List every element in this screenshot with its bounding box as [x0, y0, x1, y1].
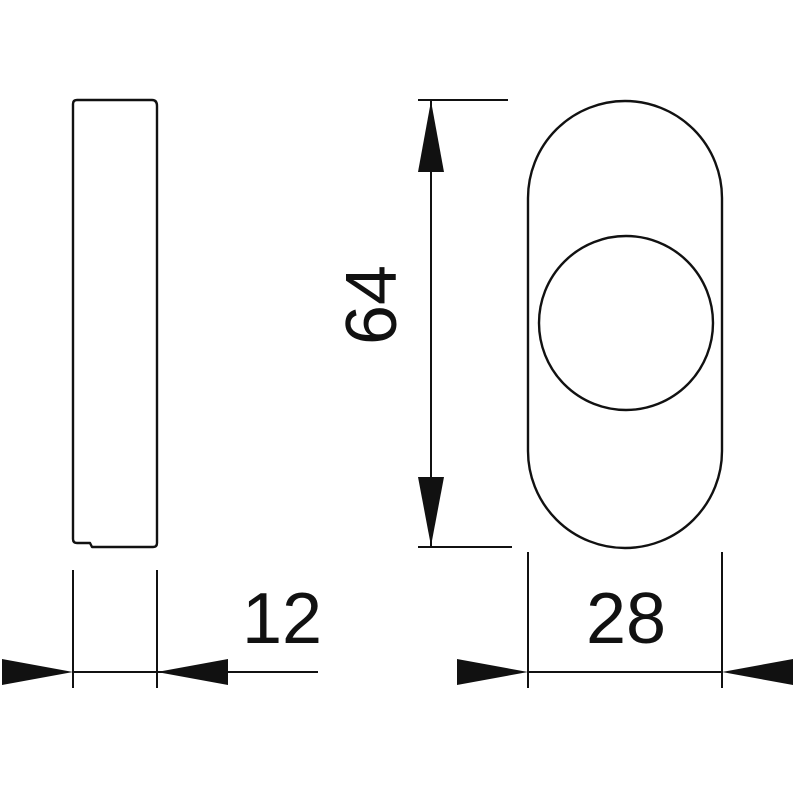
height-arrow-bottom [418, 477, 444, 546]
thickness-dimension: 12 [2, 570, 322, 688]
front-view [526, 99, 724, 550]
width-arrow-right [722, 659, 793, 685]
round-cutout [537, 234, 715, 412]
thickness-arrow-right [157, 659, 228, 685]
height-label: 64 [332, 265, 412, 345]
thickness-arrow-left [2, 659, 73, 685]
oval-outline [526, 99, 724, 550]
height-arrow-top [418, 101, 444, 172]
width-arrow-left [457, 659, 528, 685]
width-dimension: 28 [457, 552, 793, 688]
width-label: 28 [586, 579, 666, 659]
side-view [71, 98, 159, 549]
side-view-outline [71, 98, 159, 549]
thickness-label: 12 [242, 579, 322, 659]
height-dimension: 64 [332, 99, 512, 548]
